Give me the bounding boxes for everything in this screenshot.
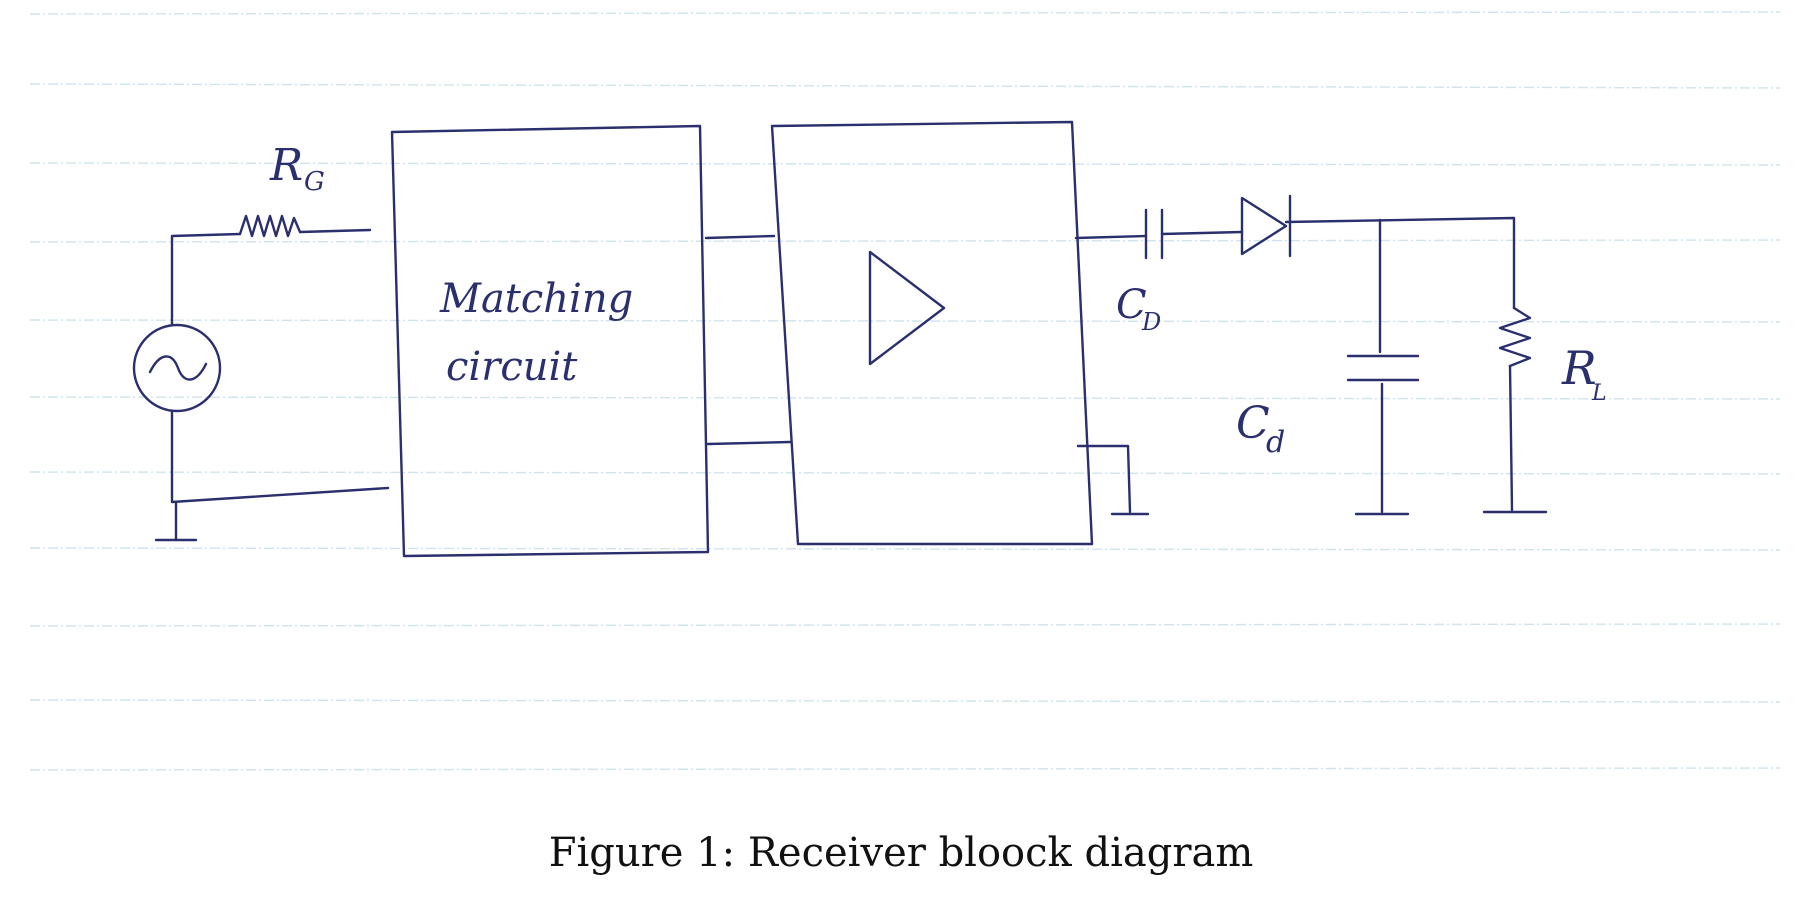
matching-label-line2: circuit	[446, 344, 578, 390]
receiver-block-diagram: Matching circuit R	[29, 11, 1781, 771]
source-resistor-label: R	[269, 140, 303, 191]
matching-circuit-block: Matching circuit	[390, 124, 710, 558]
wire-bottom	[706, 440, 792, 446]
diode-icon	[1240, 194, 1292, 258]
notebook-ruled-lines	[29, 11, 1781, 771]
detector-capacitor-subscript: d	[1266, 425, 1285, 460]
ac-source	[132, 323, 222, 413]
coupling-capacitor	[1144, 208, 1164, 260]
coupling-capacitor-subscript: D	[1141, 308, 1161, 336]
source-resistor-zigzag	[238, 214, 302, 238]
ground-source	[154, 500, 198, 542]
load-resistor-subscript: L	[1591, 381, 1607, 406]
source-wiring	[154, 214, 390, 542]
output-wiring	[1074, 194, 1548, 516]
source-resistor-subscript: G	[304, 167, 325, 197]
sine-wave-icon	[148, 355, 208, 381]
amplifier-triangle-icon	[868, 250, 946, 366]
wire-top	[704, 234, 776, 240]
figure-caption: Figure 1: Receiver bloock diagram	[548, 830, 1254, 876]
coupling-capacitor-label: C	[1116, 282, 1147, 328]
detector-capacitor-label: C	[1236, 398, 1270, 449]
load-resistor-label: R	[1561, 341, 1597, 395]
detector-capacitor	[1346, 354, 1420, 382]
matching-label-line1: Matching	[439, 276, 633, 322]
amplifier-block	[770, 120, 1094, 546]
load-resistor-zigzag	[1498, 306, 1532, 368]
